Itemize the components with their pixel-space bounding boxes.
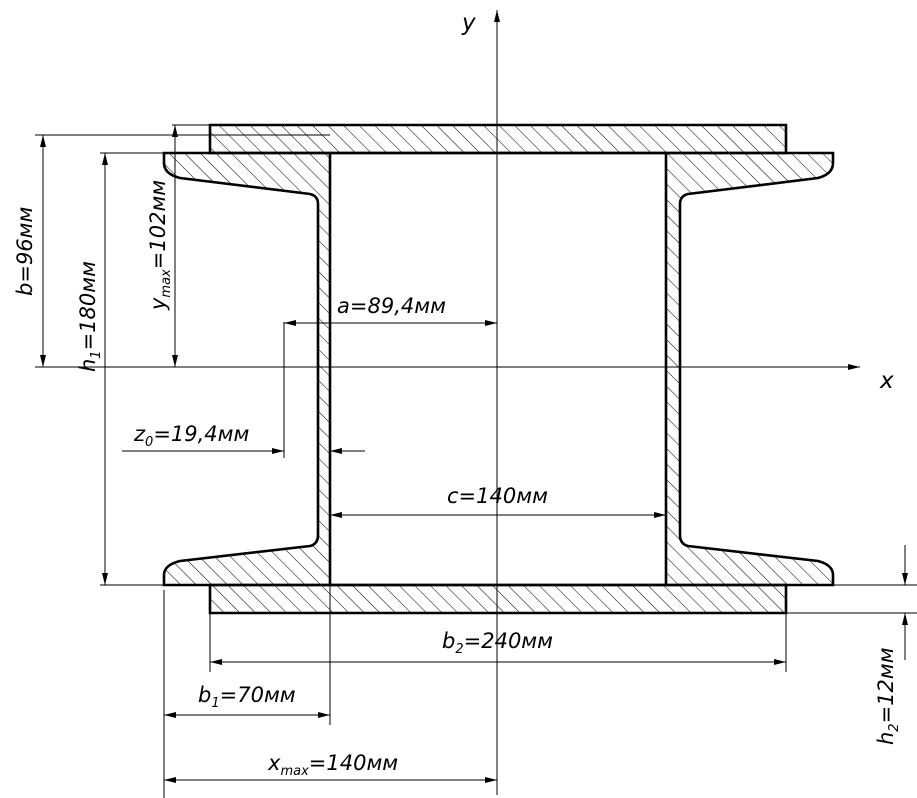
x-axis-label: x (879, 368, 894, 394)
section-shapes (162, 123, 835, 615)
dim-a-label: a=89,4мм (337, 294, 446, 318)
dimension-labels: b=96мм h1=180мм ymax=102мм a=89,4мм z0=1… (13, 180, 902, 779)
axes: y x (105, 10, 894, 795)
dim-z0-label: z0=19,4мм (133, 422, 250, 450)
dim-xmax-label: xmax=140мм (267, 751, 398, 779)
extension-lines (35, 124, 917, 798)
y-axis-label: y (461, 10, 476, 36)
dim-b1-label: b1=70мм (198, 683, 296, 711)
dim-h2-label: h2=12мм (874, 647, 902, 745)
left-channel (162, 151, 332, 587)
top-plate (208, 123, 788, 155)
dim-h1-label: h1=180мм (76, 261, 104, 372)
dim-b2-label: b2=240мм (442, 629, 553, 657)
bottom-plate (208, 583, 788, 615)
right-channel (664, 151, 835, 587)
dim-ymax-label: ymax=102мм (146, 180, 174, 311)
dim-b-label: b=96мм (13, 206, 37, 296)
dim-c-label: c=140мм (447, 484, 548, 508)
dimension-lines (40, 125, 908, 783)
